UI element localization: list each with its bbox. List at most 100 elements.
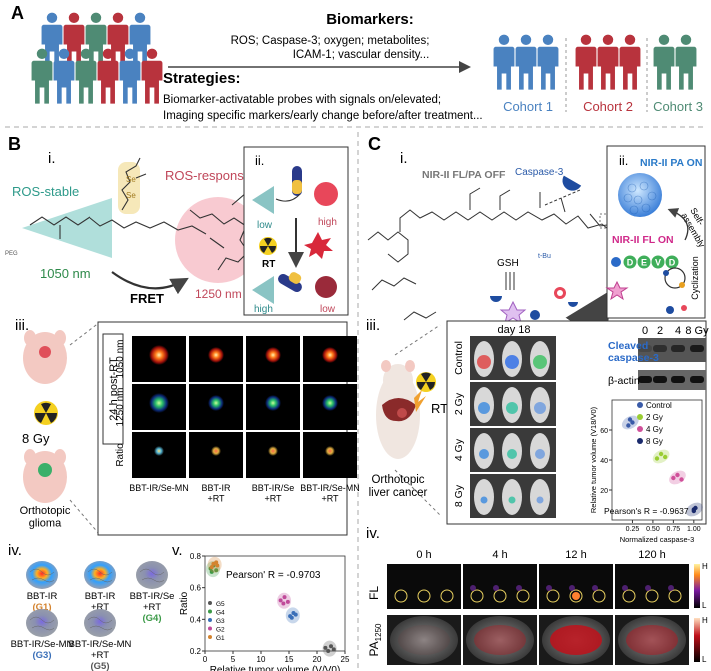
legend-marker	[208, 635, 212, 639]
x-tick-label: 10	[257, 655, 266, 664]
amino-acid-bead	[623, 255, 637, 269]
tumor-roi	[622, 589, 636, 603]
cohort-2-label: Cohort 2	[583, 99, 633, 114]
panel-c-letter: C	[368, 134, 381, 154]
brain-image	[84, 609, 116, 637]
panel-c-iii-label: iii.	[366, 317, 380, 334]
dose-8gy-label: 8 Gy	[22, 431, 50, 446]
blot-band	[653, 376, 667, 383]
group-label: BBT-IR+RT	[201, 483, 231, 503]
data-point	[331, 647, 336, 652]
panel-c: C i. NIR-II FL/PA OFF Caspase-3 CN GSH t…	[366, 134, 709, 665]
dose-group-label: 2 Gy	[453, 392, 465, 415]
legend-label: G5	[216, 601, 225, 608]
signal-spot	[322, 395, 338, 411]
tumor-roi	[417, 589, 431, 603]
cohort-1-label: Cohort 1	[503, 99, 553, 114]
signal-spot	[149, 393, 169, 413]
legend-label: 8 Gy	[646, 437, 663, 446]
data-point	[630, 420, 635, 425]
tumor-roi	[668, 589, 682, 603]
tumor-signal	[534, 402, 546, 414]
strategies-line1: Biomarker-activatable probes with signal…	[163, 94, 441, 106]
brain-group-code: (G3)	[33, 650, 52, 661]
blot-band	[671, 376, 685, 383]
pa-colorbar	[694, 618, 700, 662]
tumor-signal	[535, 449, 545, 459]
data-point	[675, 472, 680, 478]
ii-rt-label: RT	[262, 259, 275, 270]
mouse-glioma-top	[23, 330, 67, 384]
group-label: BBT-IR/Se-MN+RT	[300, 483, 360, 503]
x-tick-label: 0.50	[646, 526, 660, 533]
grid-row-label: Ratio	[115, 443, 126, 467]
svg-text:Se: Se	[126, 191, 136, 200]
data-point	[671, 475, 676, 481]
legend-label: 2 Gy	[646, 413, 663, 422]
tumor-signal	[479, 449, 489, 459]
caspase-pacman-icon	[562, 175, 582, 191]
grid-row-label: 1250 nm	[115, 388, 126, 427]
tumor-signal	[478, 402, 490, 414]
panel-a: A Biomarkers: ROS; Caspase-3; oxygen; me…	[11, 3, 703, 122]
x-axis-label: Normalized caspase-3	[620, 535, 695, 544]
amino-acid-bead	[665, 255, 679, 269]
gsh-label: GSH	[497, 258, 519, 269]
x-axis-label: Relative tumor volume (V/V0)	[210, 665, 341, 671]
tumor-roi	[493, 589, 507, 603]
data-point	[326, 649, 331, 653]
signal-spot	[325, 446, 335, 456]
data-point	[329, 644, 333, 649]
ii-high-bottom: high	[254, 304, 273, 315]
panel-c-ii-label: ii.	[619, 153, 628, 168]
brain-image	[26, 561, 58, 589]
biomarkers-title: Biomarkers:	[326, 11, 414, 28]
signal-spot	[154, 446, 164, 456]
legend-label: Control	[646, 401, 672, 410]
ii-low-top: low	[257, 220, 273, 231]
cohort-1-people	[493, 34, 559, 90]
x-tick-label: 5	[231, 655, 236, 664]
mouse-glioma-bottom	[23, 449, 67, 503]
cohort-3-people	[653, 34, 697, 90]
wb-dose-label: 2	[657, 325, 663, 337]
panel-c-i-label: i.	[400, 150, 408, 167]
amino-acid-bead	[651, 255, 665, 269]
dose-group-label: 4 Gy	[453, 438, 465, 461]
ros-stable-sensor-icon	[252, 186, 274, 214]
blot-band	[653, 345, 667, 352]
tbu-label: t-Bu	[538, 253, 551, 260]
probe-off-label: NIR-II FL/PA OFF	[422, 169, 506, 181]
y-axis-label: Relative tumor volume (V18/V0)	[589, 406, 598, 513]
legend-marker	[637, 426, 643, 432]
brain-group-label: BBT-IR/Se-MN	[11, 639, 74, 650]
legend-marker	[637, 402, 643, 408]
tumor-signal	[508, 496, 516, 504]
blot-band	[690, 376, 704, 383]
legend-marker	[208, 618, 212, 622]
tumor-roi	[546, 589, 560, 603]
tumor-signal	[506, 402, 518, 414]
x-tick-label: 0	[203, 655, 208, 664]
x-tick-label: 15	[285, 655, 294, 664]
ros-stable-triangle	[22, 198, 112, 258]
svg-text:Se: Se	[126, 175, 136, 184]
signal-spot	[265, 347, 281, 363]
x-tick-label: 25	[341, 655, 350, 664]
blot-band	[671, 345, 685, 352]
signal-spot	[322, 347, 338, 363]
signal-spot	[208, 395, 224, 411]
panel-b-ii-box: ii. low high RT high low	[243, 146, 349, 316]
cluster-ellipse	[285, 607, 300, 624]
data-point	[214, 560, 219, 565]
wb-dose-label: 4	[675, 325, 681, 337]
ii-low-bottom: low	[320, 304, 336, 315]
x-tick-label: 0.25	[626, 526, 640, 533]
fl-on-label: NIR-II FL ON	[612, 234, 674, 246]
data-point	[282, 595, 287, 600]
